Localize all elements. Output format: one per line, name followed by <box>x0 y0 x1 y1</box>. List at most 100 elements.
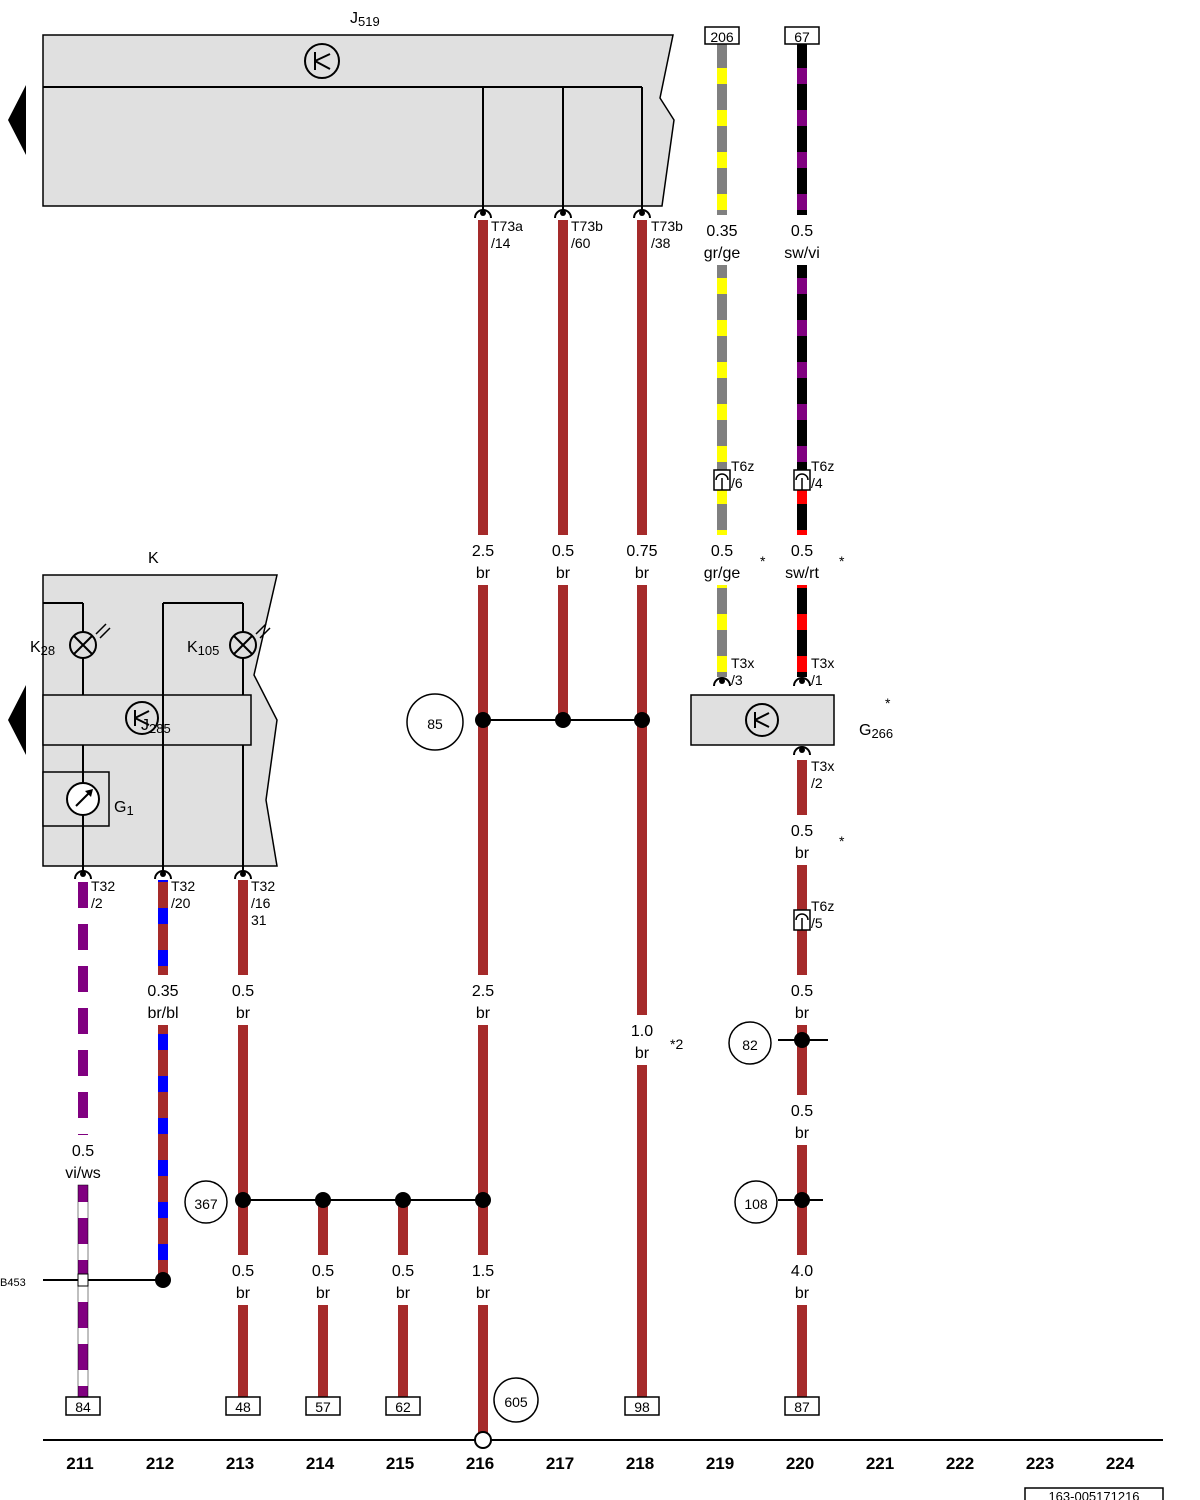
wire-218 <box>637 585 647 1015</box>
splice-367: 367 <box>194 1196 218 1212</box>
ref-box: 62 <box>395 1399 411 1415</box>
column-number: 213 <box>226 1454 254 1473</box>
drawing-id: 163-005171216 <box>1048 1489 1139 1500</box>
wire-217 <box>558 585 568 719</box>
connector-label: T6z/5 <box>811 898 834 931</box>
column-number: 214 <box>306 1454 335 1473</box>
column-number: 222 <box>946 1454 974 1473</box>
continuation-arrow-left-icon <box>8 85 26 155</box>
wire-213 <box>238 1305 248 1397</box>
connector-label: T32/2 <box>91 878 115 911</box>
connector-pins <box>74 209 811 931</box>
connector-label: T6z/4 <box>811 458 834 491</box>
wire-216 <box>478 1025 488 1255</box>
wires <box>43 44 828 1435</box>
wire-211 <box>78 880 88 1135</box>
continuation-arrow-left-icon <box>8 685 26 755</box>
label-g266: G266 <box>859 722 893 741</box>
wire-212 <box>158 880 168 975</box>
wire-220 <box>797 1305 807 1397</box>
label-j285: J285 <box>141 717 171 736</box>
ground-point-icon <box>474 1431 492 1449</box>
label-k105: K105 <box>187 639 219 658</box>
connector-label: T73a/14 <box>491 218 523 251</box>
wire-220 <box>797 265 807 475</box>
module-k: K K28 K105 J285 G1 <box>30 550 278 872</box>
reference-boxes: 206 67 84 48 57 62 98 87 <box>65 26 820 1416</box>
splice-85: 85 <box>427 716 443 732</box>
label-k28: K28 <box>30 639 55 658</box>
column-number: 212 <box>146 1454 174 1473</box>
splice-108: 108 <box>744 1196 768 1212</box>
connector-label: T3x/1 <box>811 655 834 688</box>
wire-220 <box>797 44 807 215</box>
column-number: 220 <box>786 1454 814 1473</box>
wire-218 <box>637 220 647 535</box>
connector-label: T6z/6 <box>731 458 754 491</box>
wire-219 <box>717 585 727 677</box>
wire-216 <box>478 585 488 975</box>
wire-220 <box>797 760 807 815</box>
label-g266-star: * <box>885 695 891 711</box>
label-k: K <box>148 550 159 567</box>
ref-box: 87 <box>794 1399 810 1415</box>
column-number: 215 <box>386 1454 414 1473</box>
column-number: 216 <box>466 1454 494 1473</box>
connector-label: T73b/38 <box>651 218 683 251</box>
ref-box: 84 <box>75 1399 91 1415</box>
ref-box: 48 <box>235 1399 251 1415</box>
wire-label-star: * <box>839 553 845 569</box>
column-number: 221 <box>866 1454 894 1473</box>
connector-label: T3x/2 <box>811 758 834 791</box>
electronic-unit-j285-icon <box>125 701 159 735</box>
gauge-g1-icon <box>66 782 100 816</box>
column-number: 223 <box>1026 1454 1054 1473</box>
wire-219 <box>717 265 727 535</box>
wire-217 <box>558 220 568 535</box>
column-number: 211 <box>66 1454 93 1473</box>
label-j519: J519 <box>350 10 380 29</box>
connector-label: T3x/3 <box>731 655 754 688</box>
wire-218 <box>637 1065 647 1397</box>
wire-214 <box>318 1305 328 1397</box>
wire-219 <box>717 44 727 215</box>
wire-212 <box>158 1025 168 1280</box>
wire-220 <box>797 488 807 535</box>
wire-216 <box>478 1305 488 1435</box>
wire-220 <box>797 585 807 677</box>
electronic-unit-icon <box>304 43 340 79</box>
connector-labels: T73a/14 T73b/60 T73b/38 T6z/6 T6z/4 T3x/… <box>91 218 834 931</box>
wire-213 <box>238 880 248 975</box>
splice-dots <box>155 712 810 1288</box>
column-number: 224 <box>1106 1454 1135 1473</box>
splice-82: 82 <box>742 1037 758 1053</box>
ref-box: 98 <box>634 1399 650 1415</box>
connector-label: T73b/60 <box>571 218 603 251</box>
ref-box: 57 <box>315 1399 331 1415</box>
sender-g266: G266 * <box>690 694 893 746</box>
lamp-k105-icon <box>229 623 271 659</box>
wire-220 <box>797 1025 807 1095</box>
column-number: 217 <box>546 1454 574 1473</box>
column-numbers: 211 212 213 214 215 216 217 218 219 220 … <box>66 1454 1134 1473</box>
ref-box: 206 <box>710 29 734 45</box>
